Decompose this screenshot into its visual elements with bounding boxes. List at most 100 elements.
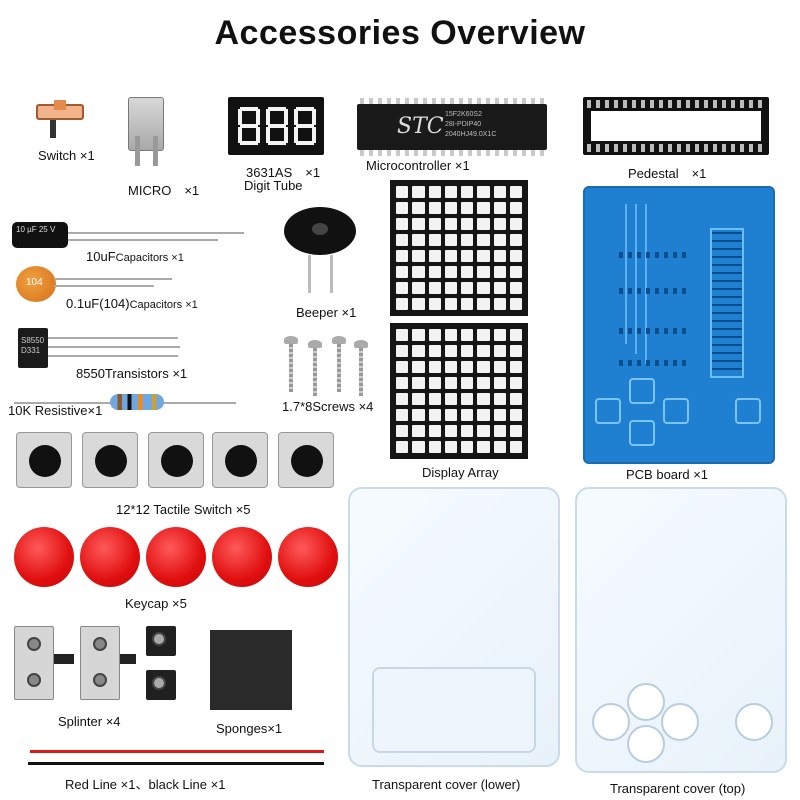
led-dot <box>428 186 441 198</box>
transparent-cover-top <box>575 487 787 773</box>
led-dot <box>461 202 474 214</box>
led-dot <box>509 329 522 341</box>
led-dot <box>444 425 457 437</box>
beeper-leg-right <box>330 255 333 293</box>
led-dot <box>412 202 425 214</box>
led-dot <box>477 361 490 373</box>
led-dot <box>461 441 474 453</box>
led-dot <box>493 282 506 294</box>
tactile-switch-2 <box>82 432 138 488</box>
tactile-label: 12*12 Tactile Switch ×5 <box>116 502 251 517</box>
pedestal-image <box>583 97 769 155</box>
led-dot <box>461 266 474 278</box>
led-dot <box>461 282 474 294</box>
led-dot <box>493 393 506 405</box>
led-dot <box>412 282 425 294</box>
splinter-2 <box>80 626 120 700</box>
microcontroller-label: Microcontroller ×1 <box>366 158 470 173</box>
digit-tube-image <box>228 97 324 155</box>
transistor-value: 8550 <box>76 366 105 381</box>
led-dot <box>477 218 490 230</box>
led-dot <box>412 361 425 373</box>
led-dot <box>396 393 409 405</box>
led-dot <box>444 266 457 278</box>
led-dot <box>428 218 441 230</box>
micro-usb-image <box>128 97 164 166</box>
led-dot <box>412 218 425 230</box>
led-dot <box>444 298 457 310</box>
led-dot <box>396 250 409 262</box>
led-dot <box>477 345 490 357</box>
led-dot <box>477 377 490 389</box>
tactile-switch-4 <box>212 432 268 488</box>
led-dot <box>428 266 441 278</box>
capacitor-10uf-leads <box>68 232 244 234</box>
led-dot <box>396 441 409 453</box>
capacitor-104-lead <box>54 278 172 280</box>
led-dot <box>461 186 474 198</box>
led-dot <box>461 218 474 230</box>
led-dot <box>444 250 457 262</box>
chip-pins-top <box>360 98 544 104</box>
led-dot <box>477 250 490 262</box>
splinter-4 <box>146 670 176 700</box>
keycap-3 <box>146 527 206 587</box>
led-dot <box>493 266 506 278</box>
screws-label: 1.7*8Screws ×4 <box>282 399 374 414</box>
led-dot <box>444 441 457 453</box>
led-dot <box>477 298 490 310</box>
led-dot <box>493 345 506 357</box>
pcb-label: PCB board ×1 <box>626 467 709 482</box>
led-dot <box>477 234 490 246</box>
led-dot <box>396 186 409 198</box>
led-dot <box>428 441 441 453</box>
led-dot <box>477 266 490 278</box>
led-dot <box>477 329 490 341</box>
capacitor-10uf-suffix: Capacitors ×1 <box>115 252 184 264</box>
led-dot <box>477 409 490 421</box>
led-dot <box>461 393 474 405</box>
led-dot <box>428 202 441 214</box>
cover-lower-label: Transparent cover (lower) <box>372 777 521 792</box>
capacitor-10uf-label: 10uFCapacitors ×1 <box>86 249 184 264</box>
led-dot <box>412 250 425 262</box>
black-line <box>28 762 324 765</box>
led-dot <box>509 202 522 214</box>
microcontroller-image: STC 15F2K60S2 28I-PDIP40 2040HJ49.0X1C <box>357 104 547 150</box>
splinter-1 <box>14 626 54 700</box>
led-dot <box>477 282 490 294</box>
chip-text: 15F2K60S2 28I-PDIP40 2040HJ49.0X1C <box>445 111 497 138</box>
led-dot <box>444 377 457 389</box>
led-dot <box>428 409 441 421</box>
led-dot <box>412 393 425 405</box>
splinter-3 <box>146 626 176 656</box>
led-dot <box>509 425 522 437</box>
led-dot <box>396 425 409 437</box>
led-dot <box>396 345 409 357</box>
chip-pins-bottom <box>360 150 544 156</box>
led-dot <box>509 186 522 198</box>
switch-image <box>36 96 86 142</box>
led-dot <box>444 282 457 294</box>
capacitor-104-mark: 104 <box>26 277 43 288</box>
led-dot <box>461 234 474 246</box>
led-dot <box>396 298 409 310</box>
led-dot <box>493 425 506 437</box>
led-dot <box>509 409 522 421</box>
sponges-label: Sponges×1 <box>216 721 283 736</box>
led-dot <box>493 250 506 262</box>
led-dot <box>509 393 522 405</box>
page-title: Accessories Overview <box>214 14 586 52</box>
capacitor-10uf-lead-2 <box>68 239 218 241</box>
led-dot <box>461 377 474 389</box>
led-dot <box>461 425 474 437</box>
led-dot <box>461 250 474 262</box>
led-dot <box>509 250 522 262</box>
led-dot <box>444 409 457 421</box>
splinter-2-tab <box>120 654 136 664</box>
led-dot <box>444 345 457 357</box>
led-dot <box>493 202 506 214</box>
led-dot <box>412 298 425 310</box>
keycap-4 <box>212 527 272 587</box>
led-dot <box>428 377 441 389</box>
